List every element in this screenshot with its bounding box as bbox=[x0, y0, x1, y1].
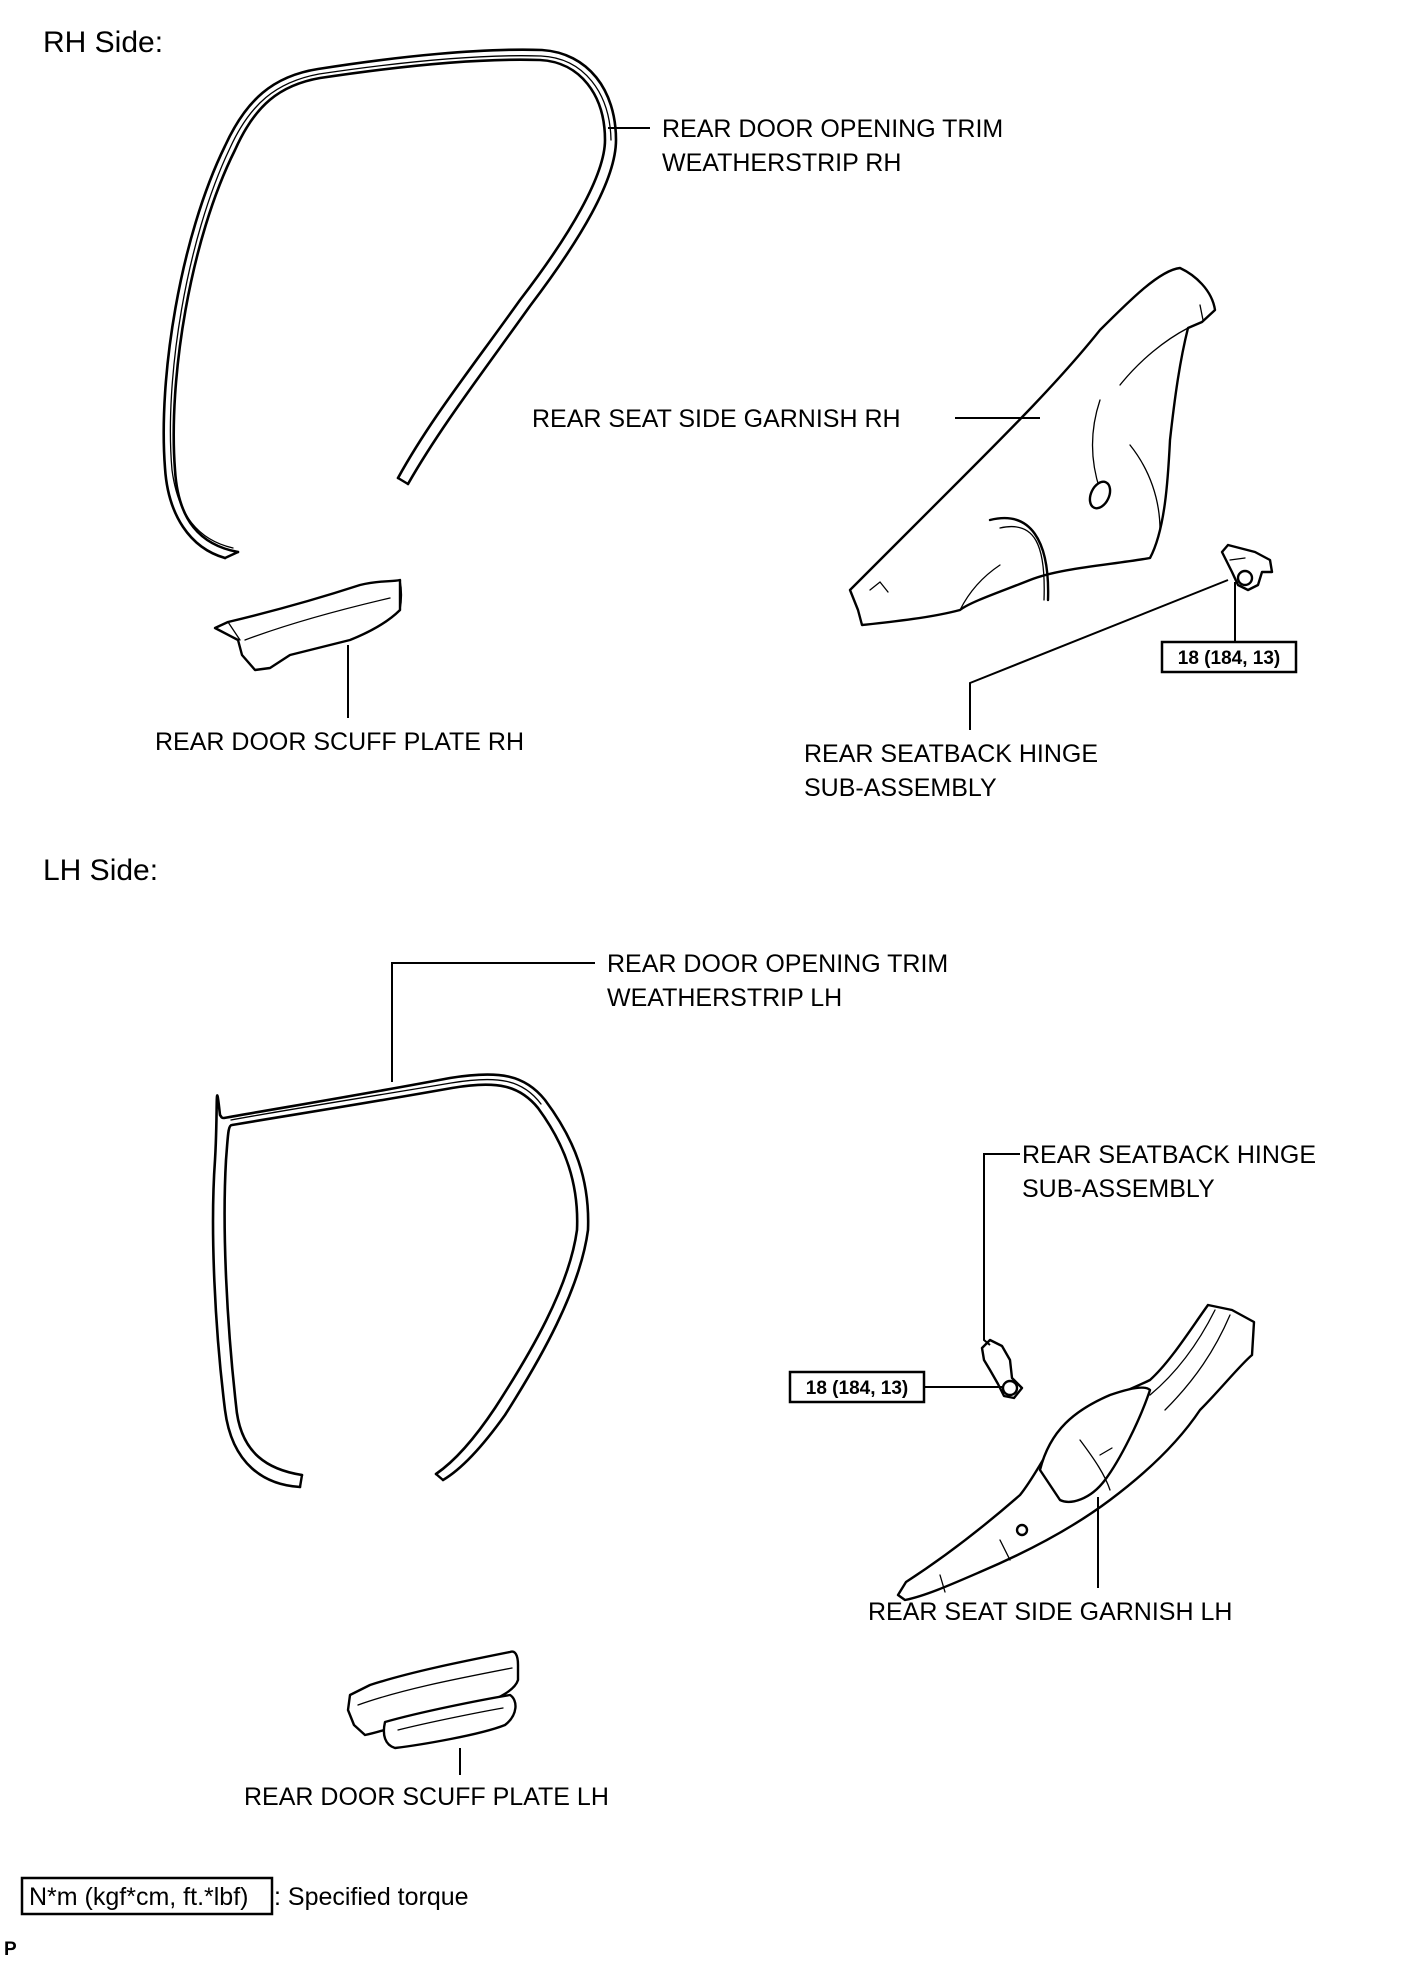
rh-side-heading: RH Side: bbox=[43, 26, 163, 59]
rh-torque-box bbox=[1160, 640, 1298, 674]
legend-description: : Specified torque bbox=[274, 1883, 469, 1911]
rh-hinge-drawing bbox=[1220, 543, 1274, 592]
lh-weatherstrip-label: REAR DOOR OPENING TRIM WEATHERSTRIP LH bbox=[607, 950, 955, 1012]
rh-garnish-drawing bbox=[848, 266, 1217, 627]
rh-scuff-plate-label: REAR DOOR SCUFF PLATE RH bbox=[155, 728, 524, 756]
lh-torque-value: 18 (184, 13) bbox=[806, 1378, 908, 1399]
legend-unit: N*m (kgf*cm, ft.*lbf) bbox=[29, 1883, 248, 1911]
rh-hinge-leader bbox=[969, 579, 1229, 730]
lh-garnish-drawing bbox=[896, 1303, 1256, 1602]
lh-hinge-leader bbox=[983, 1153, 1020, 1346]
lh-weatherstrip-leader bbox=[391, 962, 595, 1082]
lh-garnish-label: REAR SEAT SIDE GARNISH LH bbox=[868, 1598, 1232, 1626]
lh-scuff-plate-label: REAR DOOR SCUFF PLATE LH bbox=[244, 1783, 609, 1811]
lh-weatherstrip-drawing bbox=[211, 1073, 590, 1489]
lh-torque-box bbox=[788, 1370, 926, 1404]
lh-side-heading: LH Side: bbox=[43, 854, 158, 887]
legend-torque-box bbox=[20, 1876, 274, 1916]
lh-hinge-label: REAR SEATBACK HINGE SUB-ASSEMBLY bbox=[1022, 1141, 1323, 1203]
rh-weatherstrip-drawing bbox=[162, 48, 618, 560]
lh-hinge-drawing bbox=[980, 1338, 1024, 1400]
rh-garnish-label: REAR SEAT SIDE GARNISH RH bbox=[532, 405, 901, 433]
rh-hinge-label: REAR SEATBACK HINGE SUB-ASSEMBLY bbox=[804, 740, 1105, 802]
rh-scuff-plate-drawing bbox=[213, 578, 403, 672]
lh-scuff-plate-drawing bbox=[346, 1650, 520, 1750]
page-marker: P bbox=[4, 1939, 17, 1960]
rh-weatherstrip-label: REAR DOOR OPENING TRIM WEATHERSTRIP RH bbox=[662, 115, 1010, 177]
rh-torque-value: 18 (184, 13) bbox=[1178, 648, 1280, 669]
